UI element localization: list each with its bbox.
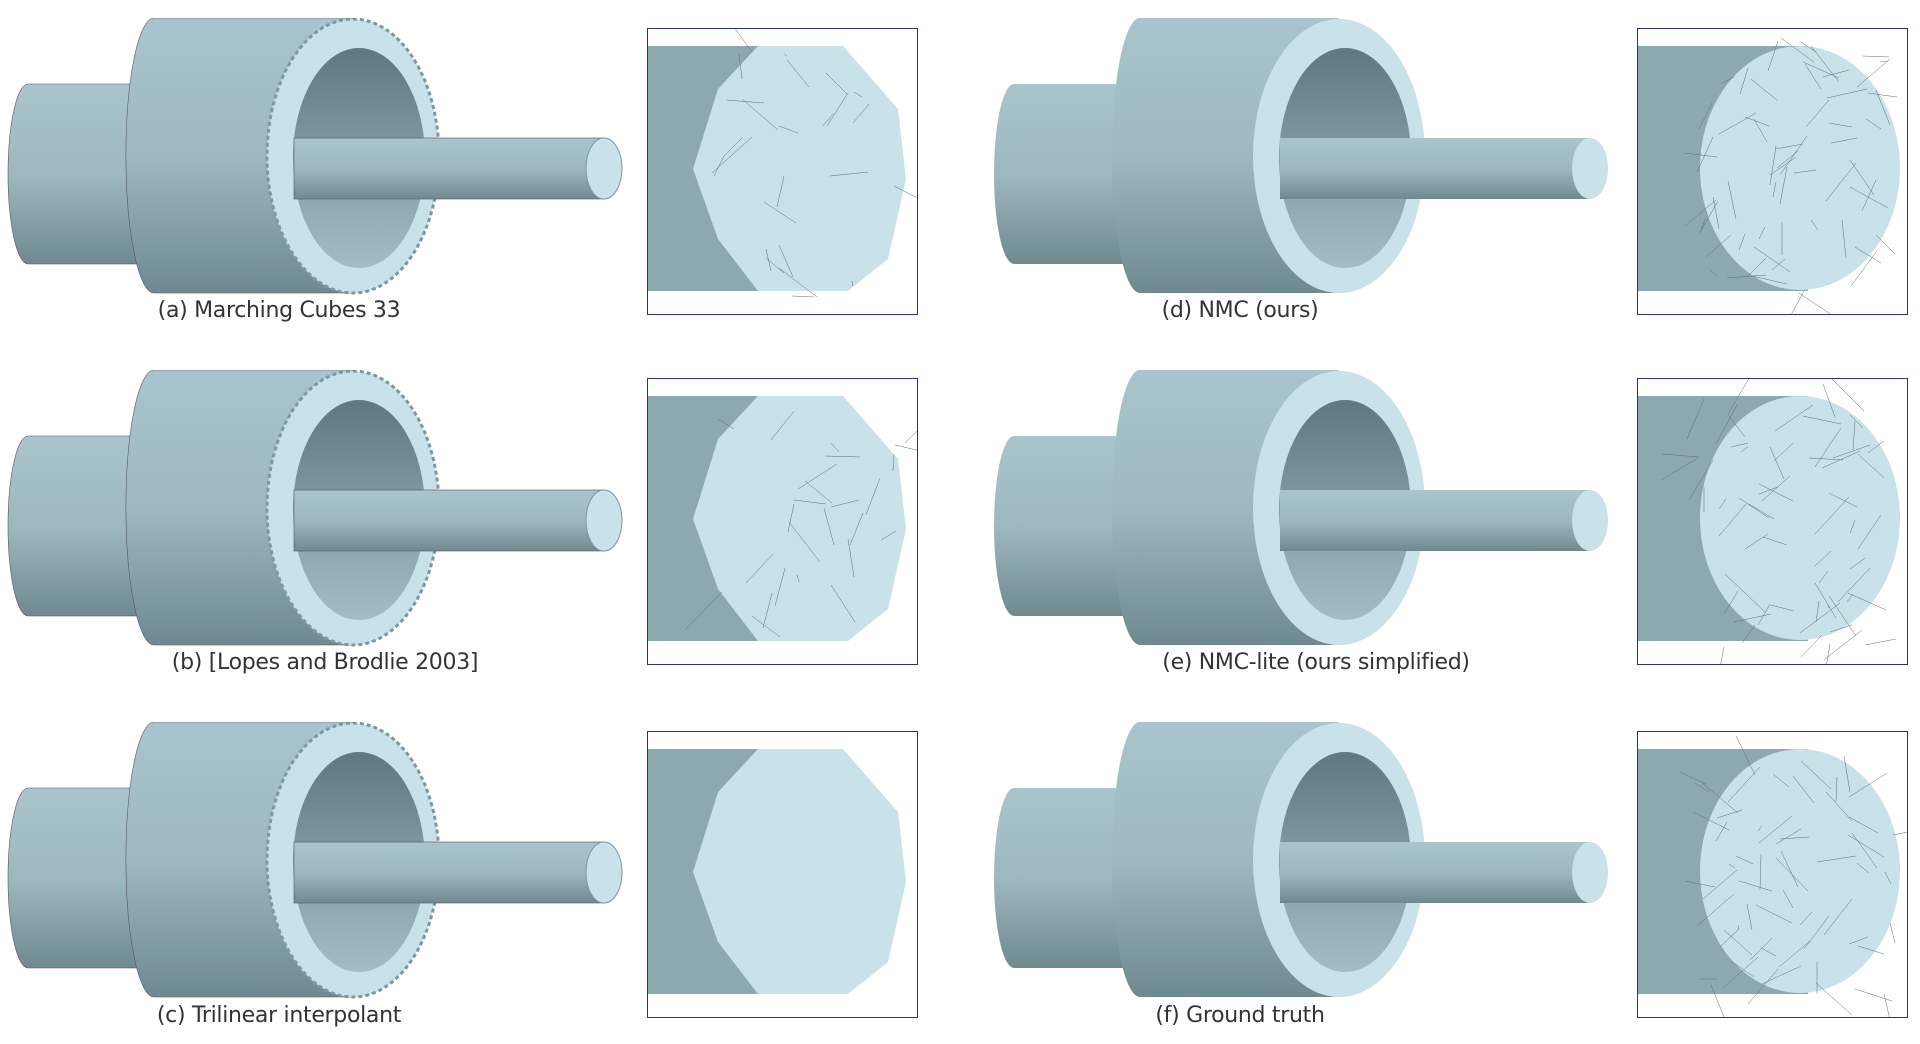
rod-cap	[585, 841, 623, 904]
zoom-inset-c	[647, 731, 918, 1018]
back-cylinder	[994, 788, 1140, 968]
back-cylinder	[994, 84, 1140, 264]
rod	[1280, 138, 1608, 199]
mesh-render-d	[990, 18, 1610, 298]
caption-d: (d) NMC (ours)	[1161, 298, 1319, 323]
caption-f: (f) Ground truth	[1155, 1003, 1325, 1028]
rod	[293, 137, 623, 200]
rod-cap	[1572, 842, 1608, 903]
rod	[293, 841, 623, 904]
rod	[1280, 490, 1608, 551]
back-cylinder	[7, 787, 155, 969]
mesh-render-f	[990, 722, 1610, 1002]
mesh-render-c	[4, 722, 624, 1002]
caption-b: (b) [Lopes and Brodlie 2003]	[171, 650, 479, 675]
main-cylinder	[1111, 722, 1425, 997]
zoom-inset-e	[1637, 378, 1908, 665]
rod-cap	[1572, 490, 1608, 551]
inset-mesh-edges	[711, 29, 917, 298]
rod-cap	[1572, 138, 1608, 199]
zoom-inset-b	[647, 378, 918, 665]
inset-mesh-edges	[1683, 37, 1898, 314]
main-cylinder	[1111, 18, 1425, 293]
zoom-inset-f	[1637, 731, 1908, 1018]
back-cylinder	[7, 435, 155, 617]
zoom-inset-d	[1637, 28, 1908, 315]
rod-cap	[585, 489, 623, 552]
rod	[1280, 842, 1608, 903]
main-cylinder	[1111, 370, 1425, 645]
inset-mesh-edges	[1660, 379, 1897, 664]
caption-c: (c) Trilinear interpolant	[156, 1003, 402, 1028]
inset-mesh-edges	[1679, 735, 1907, 1017]
caption-a: (a) Marching Cubes 33	[157, 298, 401, 323]
back-cylinder	[994, 436, 1140, 616]
rod-cap	[585, 137, 623, 200]
mesh-render-a	[4, 18, 624, 298]
caption-e: (e) NMC-lite (ours simplified)	[1162, 650, 1470, 675]
rod	[293, 489, 623, 552]
main-cylinder	[125, 722, 441, 999]
back-cylinder	[7, 83, 155, 265]
mesh-render-e	[990, 370, 1610, 650]
mesh-render-b	[4, 370, 624, 650]
zoom-inset-a	[647, 28, 918, 315]
inset-mesh-edges	[684, 410, 917, 638]
